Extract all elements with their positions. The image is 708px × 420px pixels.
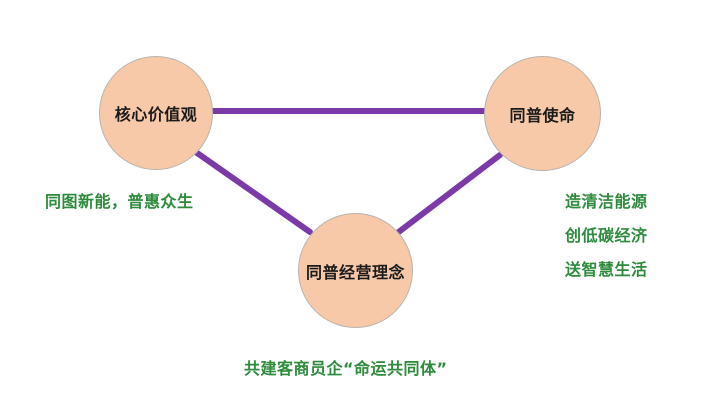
link-mission-to-philosophy: [393, 152, 503, 237]
mission-note-line-3: 送智慧生活: [565, 260, 648, 279]
philosophy-note: 共建客商员企“命运共同体”: [244, 359, 448, 378]
node-philosophy-label: 同普经营理念: [305, 262, 405, 282]
node-core-values-label: 核心价值观: [114, 105, 198, 124]
node-philosophy: 同普经营理念: [298, 213, 413, 328]
node-mission-label: 同普使命: [509, 105, 576, 125]
node-mission: 同普使命: [484, 56, 601, 171]
mission-note-line-1: 造清洁能源: [565, 192, 648, 211]
link-core-values-to-philosophy: [187, 145, 313, 235]
mission-note-line-2: 创低碳经济: [565, 226, 648, 245]
core-values-note: 同图新能，普惠众生: [45, 192, 194, 211]
node-core-values: 核心价值观: [99, 56, 213, 170]
